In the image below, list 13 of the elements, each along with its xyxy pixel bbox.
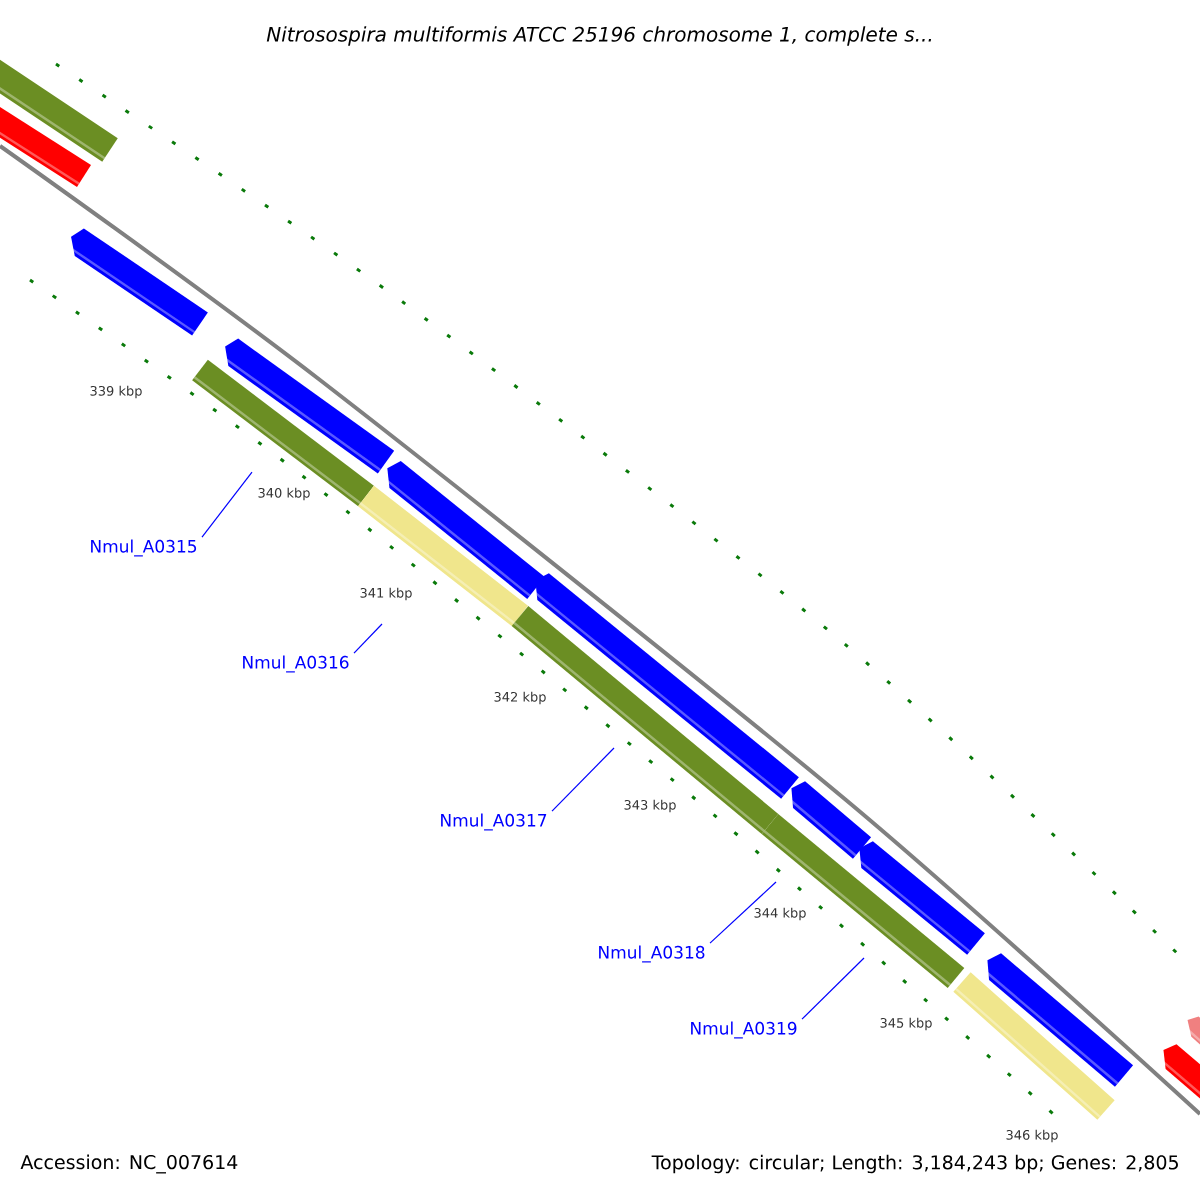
gene-label: Nmul_A0319 xyxy=(691,1021,797,1039)
gene-label: Nmul_A0317 xyxy=(441,813,547,831)
leader-line xyxy=(709,881,777,944)
leader-line xyxy=(801,957,865,1020)
gene-label: Nmul_A0315 xyxy=(91,539,197,557)
leader-line xyxy=(353,623,383,654)
gene-label: Nmul_A0316 xyxy=(243,655,349,673)
accession-text: Accession: NC_007614 xyxy=(20,1154,238,1174)
leader-line xyxy=(551,747,615,812)
leader-line xyxy=(201,471,253,538)
title: Nitrosospira multiformis ATCC 25196 chromosome 1, complete s... xyxy=(266,26,932,46)
genome-info-text: Topology: circular; Length: 3,184,243 bp; Genes: 2,805 xyxy=(651,1154,1178,1174)
gene-label: Nmul_A0318 xyxy=(599,945,705,963)
